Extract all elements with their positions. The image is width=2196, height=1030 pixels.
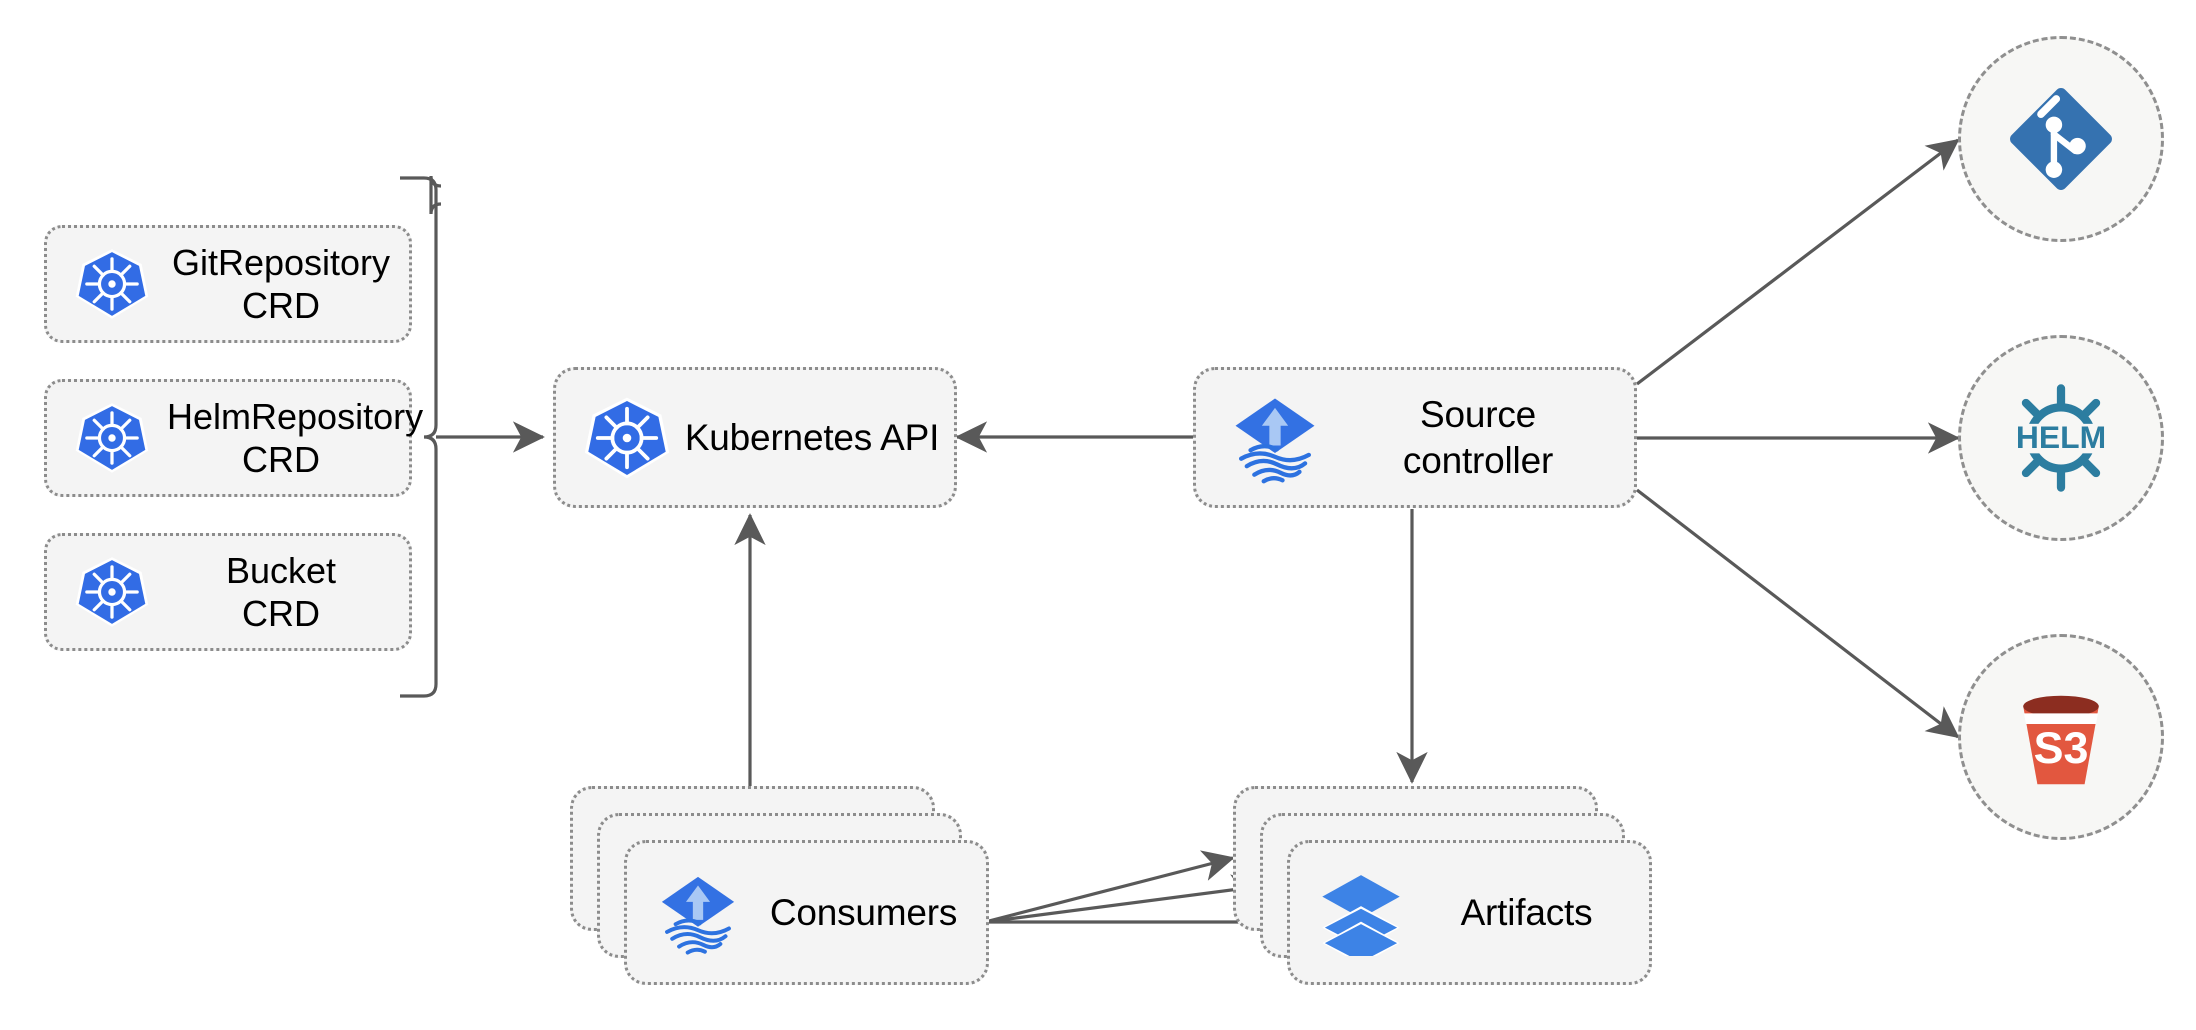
crd-node-gitrepository[interactable]: GitRepository CRD: [44, 225, 412, 343]
flux-icon: [655, 870, 741, 956]
crd-label: GitRepository CRD: [171, 241, 391, 326]
helm-wordmark: HELM: [2016, 419, 2106, 455]
consumers-card-front[interactable]: Consumers: [624, 840, 989, 985]
kubernetes-icon: [75, 247, 149, 321]
edge-consumers-to-artifacts-2: [984, 874, 1264, 924]
node-source-controller[interactable]: Source controller: [1193, 367, 1637, 508]
endpoint-helm[interactable]: HELM: [1958, 335, 2164, 541]
node-artifacts-stack[interactable]: Artifacts: [1233, 786, 1653, 986]
helm-icon: HELM: [2002, 379, 2120, 497]
kubernetes-icon: [584, 395, 670, 481]
flux-icon: [1228, 391, 1322, 485]
edge-source-to-s3: [1636, 488, 1960, 739]
kubernetes-icon: [75, 555, 149, 629]
crd-label: HelmRepository CRD: [167, 395, 424, 480]
artifacts-card-front[interactable]: Artifacts: [1287, 840, 1652, 985]
s3-wordmark: S3: [2034, 722, 2089, 773]
crd-node-helmrepository[interactable]: HelmRepository CRD: [44, 379, 424, 497]
crd-node-bucket[interactable]: Bucket CRD: [44, 533, 412, 651]
node-label: Source controller: [1402, 394, 1554, 481]
endpoint-git[interactable]: [1958, 36, 2164, 242]
edge-consumers-to-artifacts-1: [984, 850, 1235, 924]
node-consumers-stack[interactable]: Consumers: [570, 786, 990, 986]
edge-source-to-git: [1636, 138, 1960, 386]
s3-bucket-icon: S3: [2002, 678, 2120, 796]
endpoint-s3[interactable]: S3: [1958, 634, 2164, 840]
kubernetes-icon: [75, 401, 149, 475]
git-icon: [2002, 80, 2120, 198]
node-label: Artifacts: [1460, 891, 1593, 933]
node-label: Consumers: [769, 891, 958, 933]
crd-label: Bucket CRD: [225, 549, 337, 634]
node-label: Kubernetes API: [684, 416, 940, 458]
node-kubernetes-api[interactable]: Kubernetes API: [553, 367, 957, 508]
layers-icon: [1318, 870, 1404, 956]
